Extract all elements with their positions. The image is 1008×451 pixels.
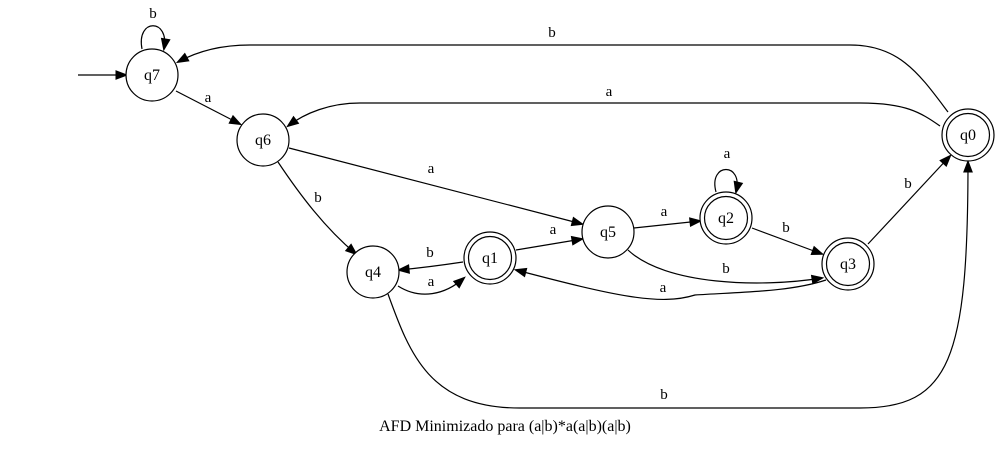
edge-q4-to-q1-label: a <box>428 274 435 290</box>
state-q0-accepting-ring <box>945 112 991 158</box>
state-q4-circle <box>346 245 400 299</box>
edge-q6-to-q4 <box>277 161 357 255</box>
state-q3-label: q3 <box>840 256 856 273</box>
edge-q3-to-q1-label: a <box>660 280 667 296</box>
edge-q2-to-q3-arrowhead <box>810 245 825 256</box>
edge-q5-to-q3-arrowhead <box>810 274 825 285</box>
edge-q6-to-q5-arrowhead <box>570 216 585 227</box>
edge-q7-to-q7 <box>140 25 166 50</box>
edge-q3-to-q0-arrowhead <box>939 154 952 168</box>
edge-q3-to-q0 <box>867 155 951 245</box>
state-q7-label: q7 <box>144 67 160 84</box>
edge-q0-to-q6 <box>287 102 941 127</box>
edge-q4-to-q0-label: b <box>660 387 668 403</box>
edge-q5-to-q2-label: a <box>661 204 668 220</box>
edge-q3-to-q0-label: b <box>904 176 912 192</box>
state-q2: q2 <box>699 191 753 245</box>
edge-q3-to-q1-arrowhead <box>513 267 528 278</box>
edge-q2-to-q2-label: a <box>724 146 731 162</box>
edge-q4-to-q0-arrowhead <box>963 159 973 173</box>
edge-q3-to-q1 <box>515 269 827 301</box>
state-q0: q0 <box>941 108 995 162</box>
state-q4: q4 <box>346 245 400 299</box>
state-q3-accepting-ring <box>825 241 871 287</box>
state-q3: q3 <box>821 237 875 291</box>
state-q6-label: q6 <box>255 132 271 149</box>
edges-layer <box>78 25 973 409</box>
state-q5-label: q5 <box>600 224 616 241</box>
state-q6: q6 <box>236 113 290 167</box>
edge-q7-to-q6-label: a <box>205 90 212 106</box>
state-q5: q5 <box>581 205 635 259</box>
edge-q0-to-q6-arrowhead <box>286 115 300 128</box>
edge-q7-to-q7-arrowhead <box>160 37 171 52</box>
edge-q5-to-q2-arrowhead <box>689 217 703 227</box>
state-q2-label: q2 <box>718 210 734 227</box>
state-q1-accepting-ring <box>467 235 513 281</box>
state-q5-circle <box>581 205 635 259</box>
state-q0-label: q0 <box>960 127 976 144</box>
edge-q6-to-q4-label: b <box>314 190 322 206</box>
edge-q7-to-q6 <box>175 90 241 125</box>
diagram-title: AFD Minimizado para (a|b)*a(a|b)(a|b) <box>379 418 631 435</box>
edge-q4-to-q0 <box>387 161 969 409</box>
edge-q5-to-q3-label: b <box>722 261 730 277</box>
edge-q5-to-q2 <box>633 220 701 229</box>
state-q1: q1 <box>463 231 517 285</box>
edge-q0-to-q7-arrowhead <box>175 52 190 64</box>
edge-q1-to-q4-label: b <box>426 245 434 261</box>
edge-q1-to-q4-arrowhead <box>396 264 410 274</box>
state-q6-circle <box>236 113 290 167</box>
edge-q1-to-q5-label: a <box>550 222 557 238</box>
edge-q0-to-q6-label: a <box>606 84 613 100</box>
state-q7-circle <box>125 48 179 102</box>
edge-q2-to-q3 <box>751 227 823 255</box>
state-q1-label: q1 <box>482 250 498 267</box>
start-arrowhead <box>115 70 129 80</box>
edge-q2-to-q3-label: b <box>782 220 790 236</box>
edge-q2-to-q2-arrowhead <box>733 180 744 195</box>
edge-q5-to-q3 <box>627 249 823 284</box>
edge-q7-to-q6-arrowhead <box>228 114 243 126</box>
state-q7: q7 <box>125 48 179 102</box>
edge-q6-to-q4-arrowhead <box>344 243 358 256</box>
edge-q7-to-q7-label: b <box>149 6 157 22</box>
edge-q6-to-q5-label: a <box>428 161 435 177</box>
edge-q1-to-q5 <box>515 238 583 251</box>
edge-q4-to-q1-arrowhead <box>452 276 466 289</box>
edge-q0-to-q7 <box>177 44 949 113</box>
edge-q0-to-q7-label: b <box>548 25 556 41</box>
states-layer: q7 q6 q4 q1 q5 q2 q3 q0 <box>125 48 995 299</box>
state-q2-accepting-ring <box>703 195 749 241</box>
state-q4-label: q4 <box>365 264 381 281</box>
edge-q1-to-q5-arrowhead <box>570 235 585 246</box>
edge-q6-to-q5 <box>288 147 583 225</box>
